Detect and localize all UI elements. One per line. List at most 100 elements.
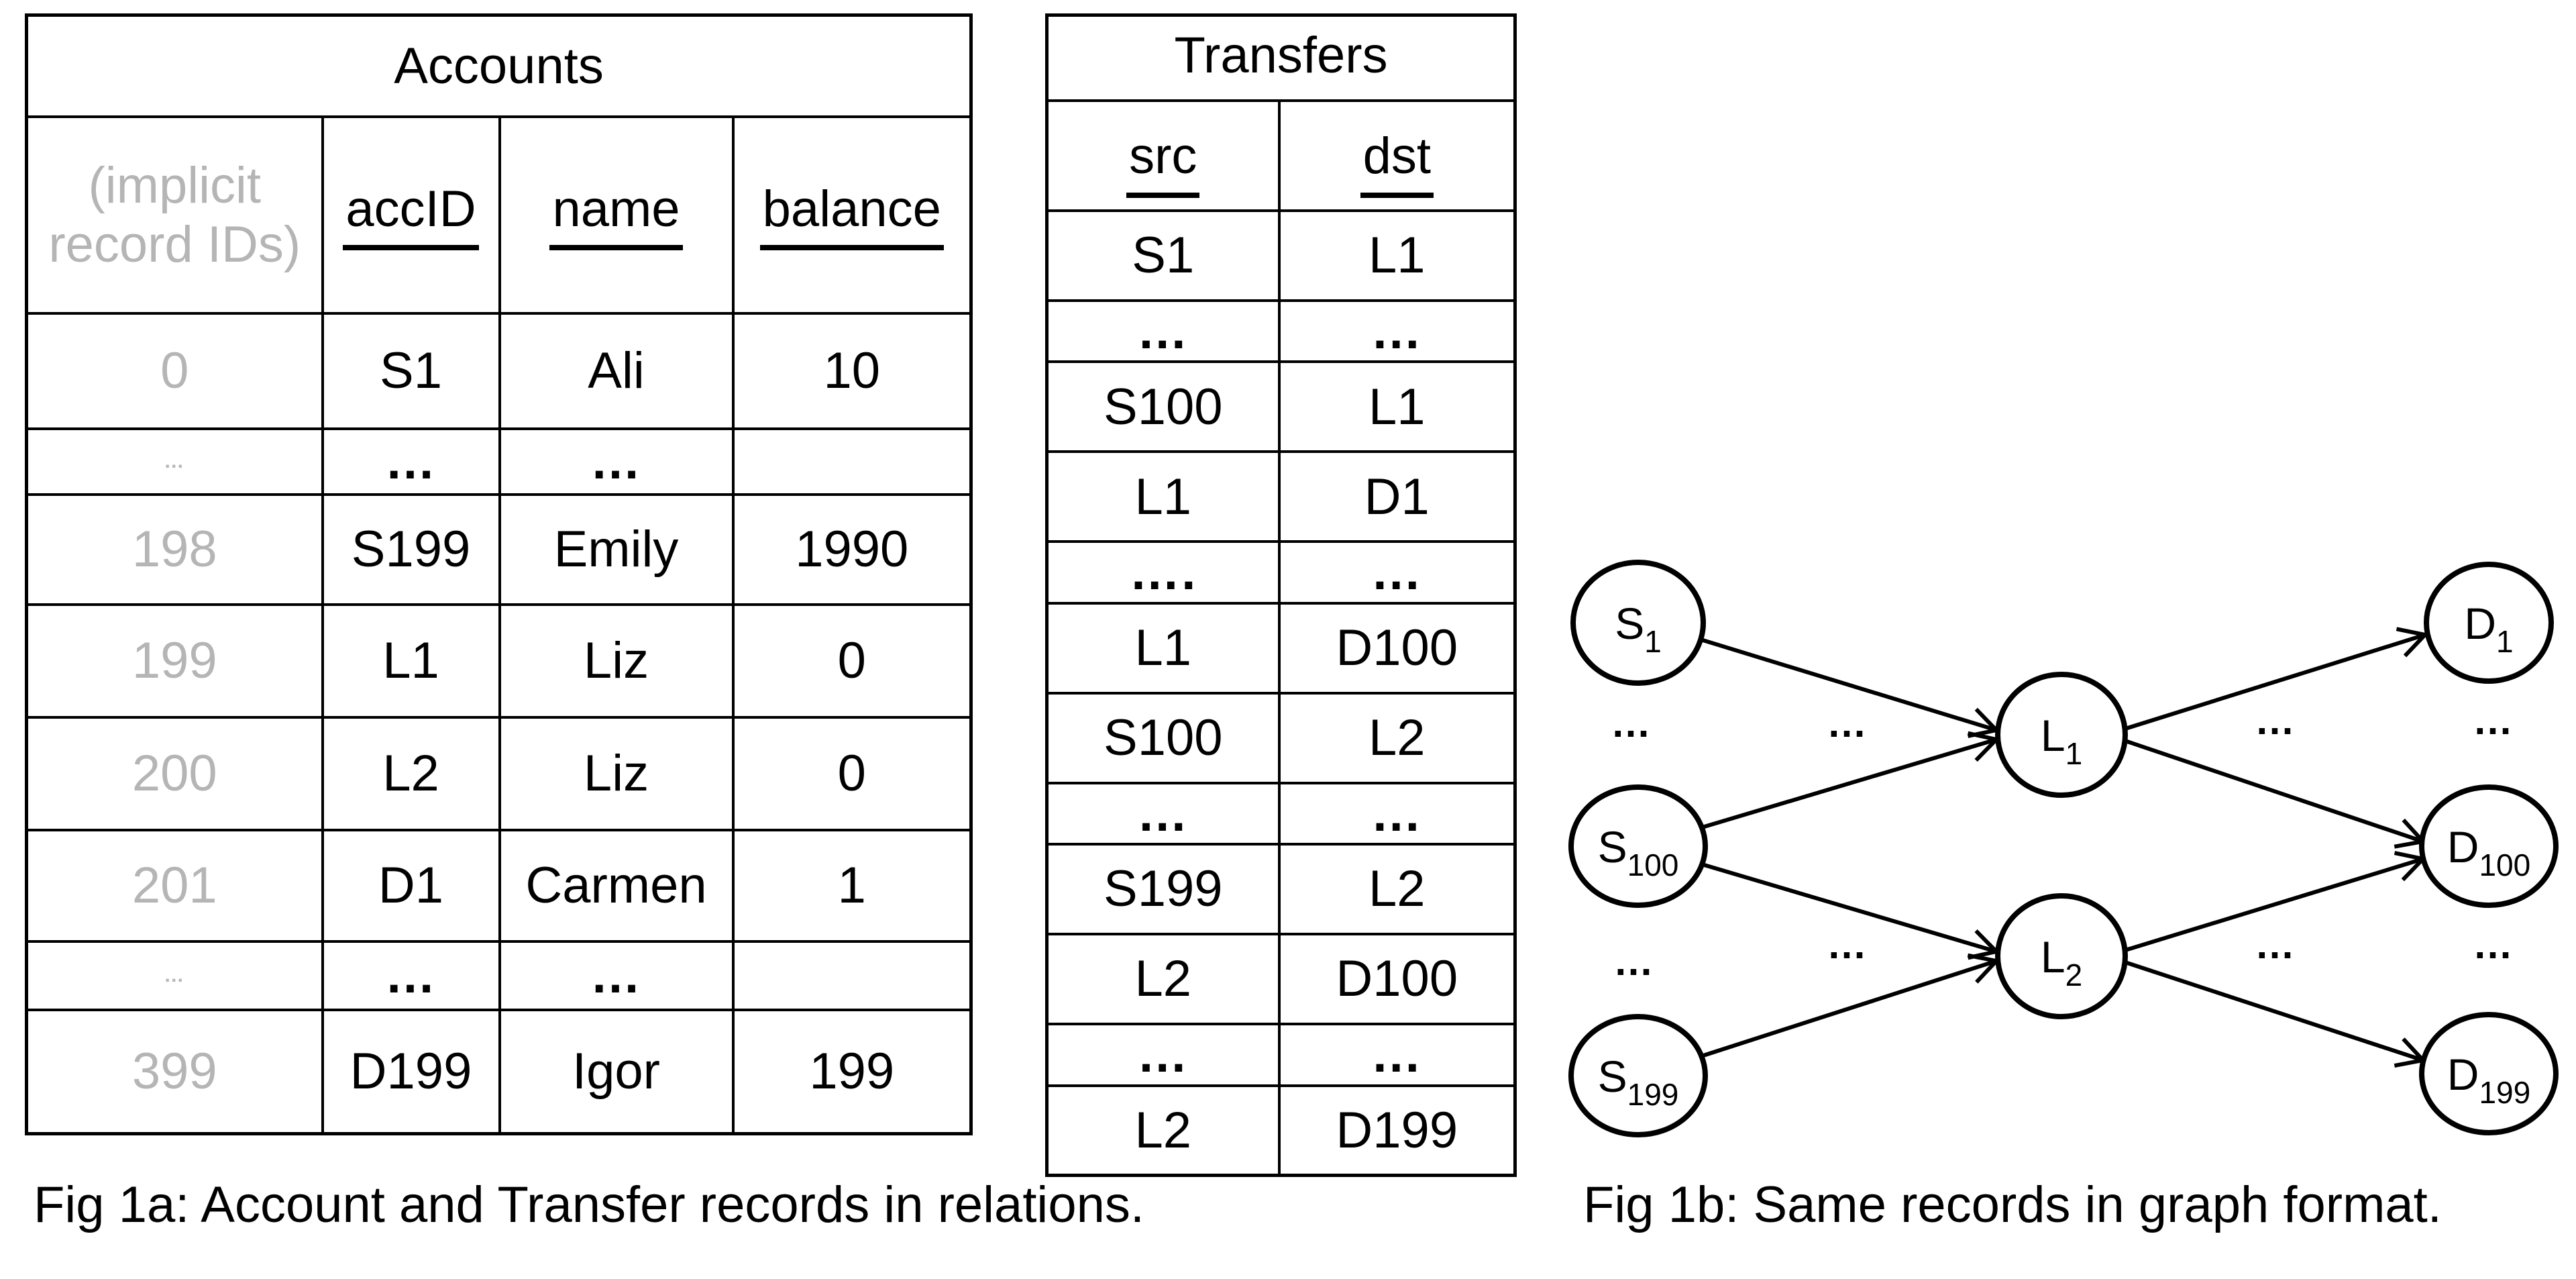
cell-balance: 1 bbox=[731, 829, 973, 943]
transfers-title-row: Transfers bbox=[1045, 13, 1517, 102]
cell-accid: … bbox=[321, 427, 501, 496]
accounts-header-name: name bbox=[498, 115, 735, 315]
node-circle bbox=[2419, 784, 2559, 908]
graph-node-S100: S100 bbox=[1568, 784, 1708, 908]
cell-src: … bbox=[1045, 1023, 1281, 1087]
graph-ellipsis: … bbox=[1611, 701, 1650, 746]
cell-name: … bbox=[498, 940, 735, 1011]
node-label: D199 bbox=[2447, 1050, 2530, 1110]
cell-src: L1 bbox=[1045, 601, 1281, 695]
balance-header-label: balance bbox=[759, 180, 944, 251]
table-row: 399 D199 Igor 199 bbox=[25, 1009, 973, 1135]
accounts-header-accid: accID bbox=[321, 115, 501, 315]
graph-ellipsis: … bbox=[1827, 922, 1866, 967]
cell-src: L2 bbox=[1045, 1084, 1281, 1177]
table-row: 198 S199 Emily 1990 bbox=[25, 493, 973, 606]
cell-record-id: 200 bbox=[25, 716, 324, 831]
cell-src: S199 bbox=[1045, 843, 1281, 936]
cell-record-id: … bbox=[25, 940, 324, 1011]
table-row-ellipsis: … … bbox=[1045, 1023, 1517, 1087]
table-row: S1 L1 bbox=[1045, 209, 1517, 302]
graph-node-D199: D199 bbox=[2419, 1012, 2559, 1135]
accounts-header-row: (implicit record IDs) accID name balance bbox=[25, 115, 973, 315]
edge-S1-L1 bbox=[1700, 637, 2000, 738]
cell-dst: … bbox=[1277, 299, 1517, 364]
node-label: S1 bbox=[1615, 599, 1662, 659]
cell-dst: L1 bbox=[1277, 360, 1517, 454]
graph-ellipsis: … bbox=[2255, 698, 2294, 743]
cell-name: Carmen bbox=[498, 829, 735, 943]
node-label: S199 bbox=[1598, 1052, 1679, 1112]
cell-accid: … bbox=[321, 940, 501, 1011]
table-row: 199 L1 Liz 0 bbox=[25, 603, 973, 719]
cell-name: … bbox=[498, 427, 735, 496]
graph-node-D100: D100 bbox=[2419, 784, 2559, 908]
transfers-header-row: src dst bbox=[1045, 99, 1517, 212]
cell-accid: D199 bbox=[321, 1009, 501, 1135]
cell-balance bbox=[731, 427, 973, 496]
graph-ellipsis: … bbox=[1827, 701, 1866, 746]
table-row: L2 D199 bbox=[1045, 1084, 1517, 1177]
node-label: L2 bbox=[2041, 932, 2082, 992]
cell-accid: D1 bbox=[321, 829, 501, 943]
cell-src: … bbox=[1045, 299, 1281, 364]
table-row-ellipsis: … … … bbox=[25, 940, 973, 1011]
cell-name: Emily bbox=[498, 493, 735, 606]
table-row-ellipsis: … … … bbox=[25, 427, 973, 496]
cell-accid: S1 bbox=[321, 312, 501, 430]
graph-node-S1: S1 bbox=[1570, 560, 1706, 686]
table-row: L1 D1 bbox=[1045, 450, 1517, 544]
edge-L1-D100 bbox=[2125, 739, 2427, 849]
table-row: 0 S1 Ali 10 bbox=[25, 312, 973, 430]
node-circle bbox=[1995, 893, 2128, 1019]
cell-accid: S199 bbox=[321, 493, 501, 606]
edge-S100-L2 bbox=[1701, 862, 2000, 960]
accounts-table: Accounts (implicit record IDs) accID nam… bbox=[25, 13, 973, 1135]
cell-dst: … bbox=[1277, 781, 1517, 846]
cell-src: S100 bbox=[1045, 360, 1281, 454]
node-label: S100 bbox=[1598, 822, 1679, 882]
table-row: S100 L1 bbox=[1045, 360, 1517, 454]
edge-S199-L2 bbox=[1701, 953, 2000, 1058]
graph-node-S199: S199 bbox=[1568, 1014, 1708, 1137]
node-label: D100 bbox=[2447, 822, 2530, 882]
node-circle bbox=[1570, 560, 1706, 686]
cell-dst: L1 bbox=[1277, 209, 1517, 302]
cell-balance: 199 bbox=[731, 1009, 973, 1135]
transfers-table: Transfers src dst S1 L1 … … S100 L1 L1 D… bbox=[1045, 13, 1517, 1178]
node-label: L1 bbox=[2041, 711, 2082, 771]
cell-src: S1 bbox=[1045, 209, 1281, 302]
cell-src: S100 bbox=[1045, 691, 1281, 784]
cell-accid: L2 bbox=[321, 716, 501, 831]
graph-ellipsis: … bbox=[2473, 922, 2512, 967]
table-row: L2 D100 bbox=[1045, 933, 1517, 1026]
figure-caption-1a: Fig 1a: Account and Transfer records in … bbox=[34, 1176, 1144, 1233]
cell-name: Igor bbox=[498, 1009, 735, 1135]
graph-ellipsis: … bbox=[2473, 698, 2512, 743]
graph-node-D1: D1 bbox=[2424, 562, 2554, 684]
edge-L1-D1 bbox=[2125, 627, 2429, 731]
edge-L2-D199 bbox=[2125, 960, 2427, 1068]
cell-balance: 10 bbox=[731, 312, 973, 430]
cell-dst: L2 bbox=[1277, 843, 1517, 936]
cell-dst: … bbox=[1277, 1023, 1517, 1087]
node-circle bbox=[2419, 1012, 2559, 1135]
node-label: D1 bbox=[2464, 599, 2513, 659]
graph-node-L1: L1 bbox=[1995, 672, 2128, 798]
accid-header-label: accID bbox=[343, 180, 479, 251]
dst-header-label: dst bbox=[1360, 127, 1434, 198]
node-circle bbox=[1568, 1014, 1708, 1137]
edge-L2-D100 bbox=[2125, 851, 2427, 952]
cell-dst: D199 bbox=[1277, 1084, 1517, 1177]
cell-name: Liz bbox=[498, 603, 735, 719]
cell-record-id: 199 bbox=[25, 603, 324, 719]
accounts-title: Accounts bbox=[25, 13, 973, 118]
cell-name: Liz bbox=[498, 716, 735, 831]
cell-dst: D100 bbox=[1277, 601, 1517, 695]
cell-dst: L2 bbox=[1277, 691, 1517, 784]
cell-dst: D100 bbox=[1277, 933, 1517, 1026]
table-row: 201 D1 Carmen 1 bbox=[25, 829, 973, 943]
cell-src: … bbox=[1045, 781, 1281, 846]
accounts-header-balance: balance bbox=[731, 115, 973, 315]
